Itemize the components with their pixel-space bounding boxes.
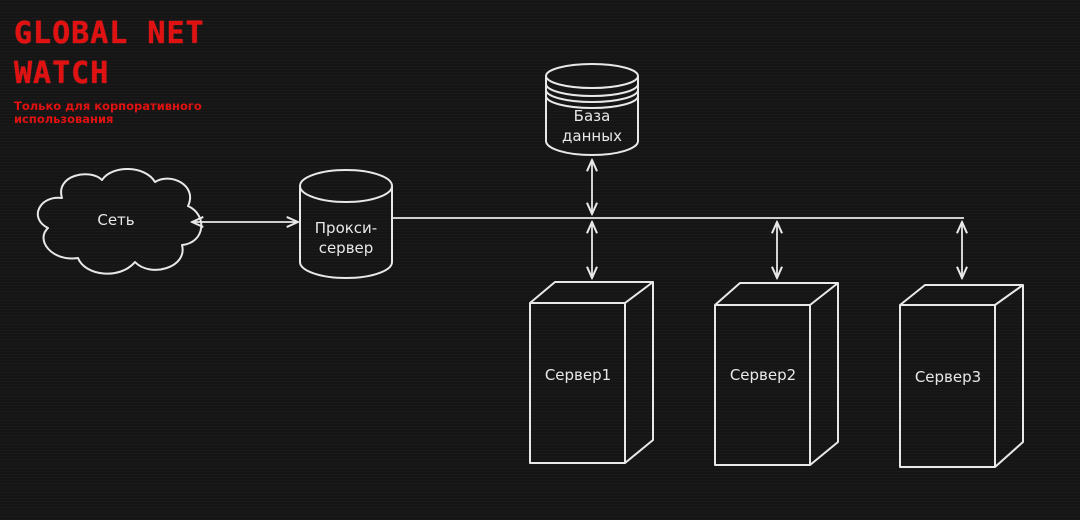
brand-block: GLOBAL NET WATCH Только для корпоративно… xyxy=(14,14,254,126)
server1-label: Сервер1 xyxy=(544,366,612,384)
server2-box-shape xyxy=(714,282,839,466)
network-cloud-shape xyxy=(36,168,203,275)
server3-label: Сервер3 xyxy=(914,368,982,386)
database-label: База данных xyxy=(562,107,622,145)
proxy-cylinder-shape xyxy=(299,169,393,279)
database-cylinder-shape xyxy=(545,63,639,156)
proxy-label: Прокси- сервер xyxy=(314,219,378,257)
brand-title: GLOBAL NET WATCH xyxy=(14,16,205,91)
server3-box-shape xyxy=(899,284,1024,468)
brand-subtitle: Только для корпоративного использования xyxy=(14,99,202,126)
server2-label: Сервер2 xyxy=(729,366,797,384)
network-label: Сеть xyxy=(97,211,135,229)
server1-box-shape xyxy=(529,281,654,464)
